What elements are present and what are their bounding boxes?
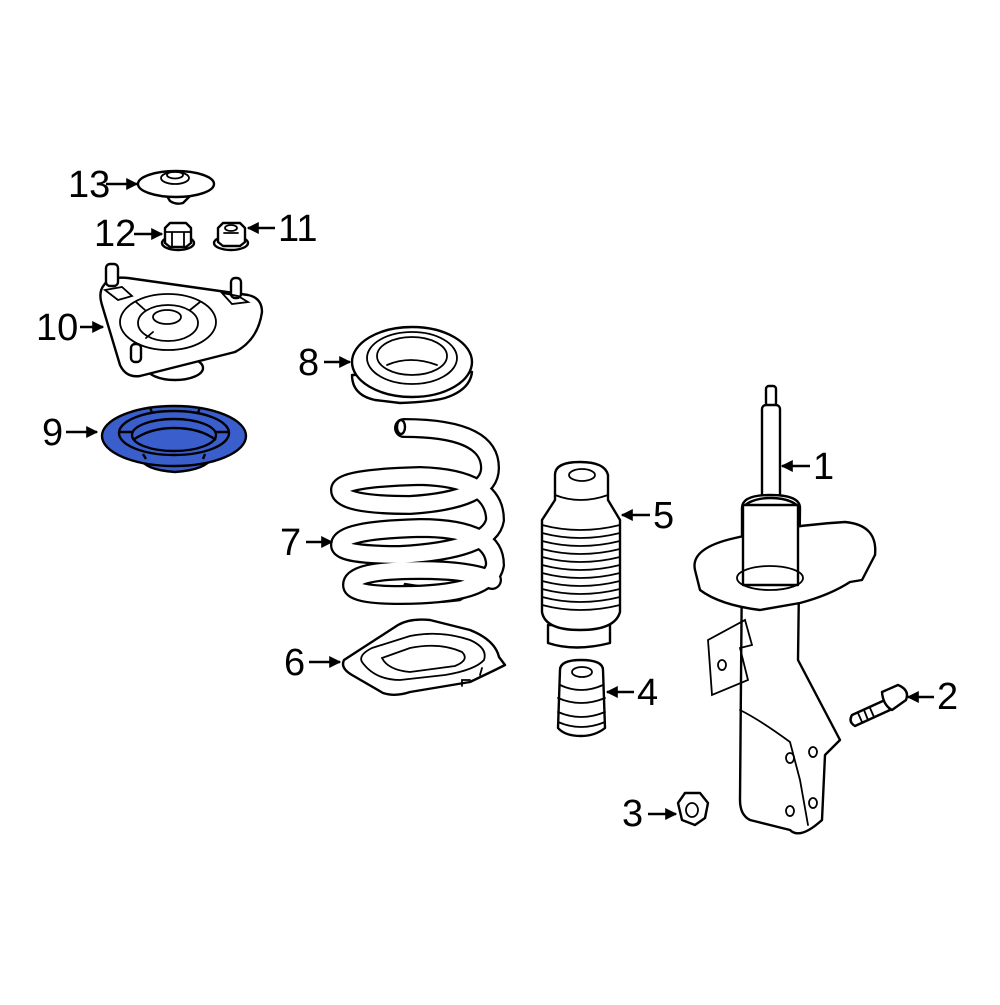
callout-8[interactable]: 8 xyxy=(298,342,320,384)
part-5-dust-boot[interactable] xyxy=(540,460,622,649)
part-11-flange-nut[interactable] xyxy=(212,221,250,252)
callout-3[interactable]: 3 xyxy=(622,793,644,835)
part-10-strut-mount[interactable] xyxy=(99,262,264,382)
part-3-strut-nut[interactable] xyxy=(676,791,710,827)
callout-11[interactable]: 11 xyxy=(278,208,318,250)
part-9-upper-spring-insulator[interactable] xyxy=(100,404,248,474)
part-8-upper-spring-seat[interactable] xyxy=(350,325,474,405)
callout-9[interactable]: 9 xyxy=(42,412,64,454)
callout-7[interactable]: 7 xyxy=(280,522,302,564)
part-7-coil-spring[interactable] xyxy=(329,418,506,606)
callout-2[interactable]: 2 xyxy=(937,676,959,718)
callout-4[interactable]: 4 xyxy=(637,672,659,714)
part-1-strut[interactable] xyxy=(693,384,877,835)
callout-12[interactable]: 12 xyxy=(94,213,137,255)
callout-1[interactable]: 1 xyxy=(813,446,835,488)
part-2-strut-bolt[interactable] xyxy=(849,683,909,728)
callout-6[interactable]: 6 xyxy=(284,642,306,684)
callout-5[interactable]: 5 xyxy=(653,495,675,537)
callout-10[interactable]: 10 xyxy=(36,307,79,349)
part-4-bump-stop[interactable] xyxy=(556,658,607,738)
part-12-nut[interactable] xyxy=(160,221,196,252)
part-6-lower-spring-insulator[interactable] xyxy=(341,618,507,696)
callout-13[interactable]: 13 xyxy=(68,164,111,206)
callout-arrows xyxy=(66,178,934,820)
part-13-mount-cap[interactable] xyxy=(136,169,216,205)
